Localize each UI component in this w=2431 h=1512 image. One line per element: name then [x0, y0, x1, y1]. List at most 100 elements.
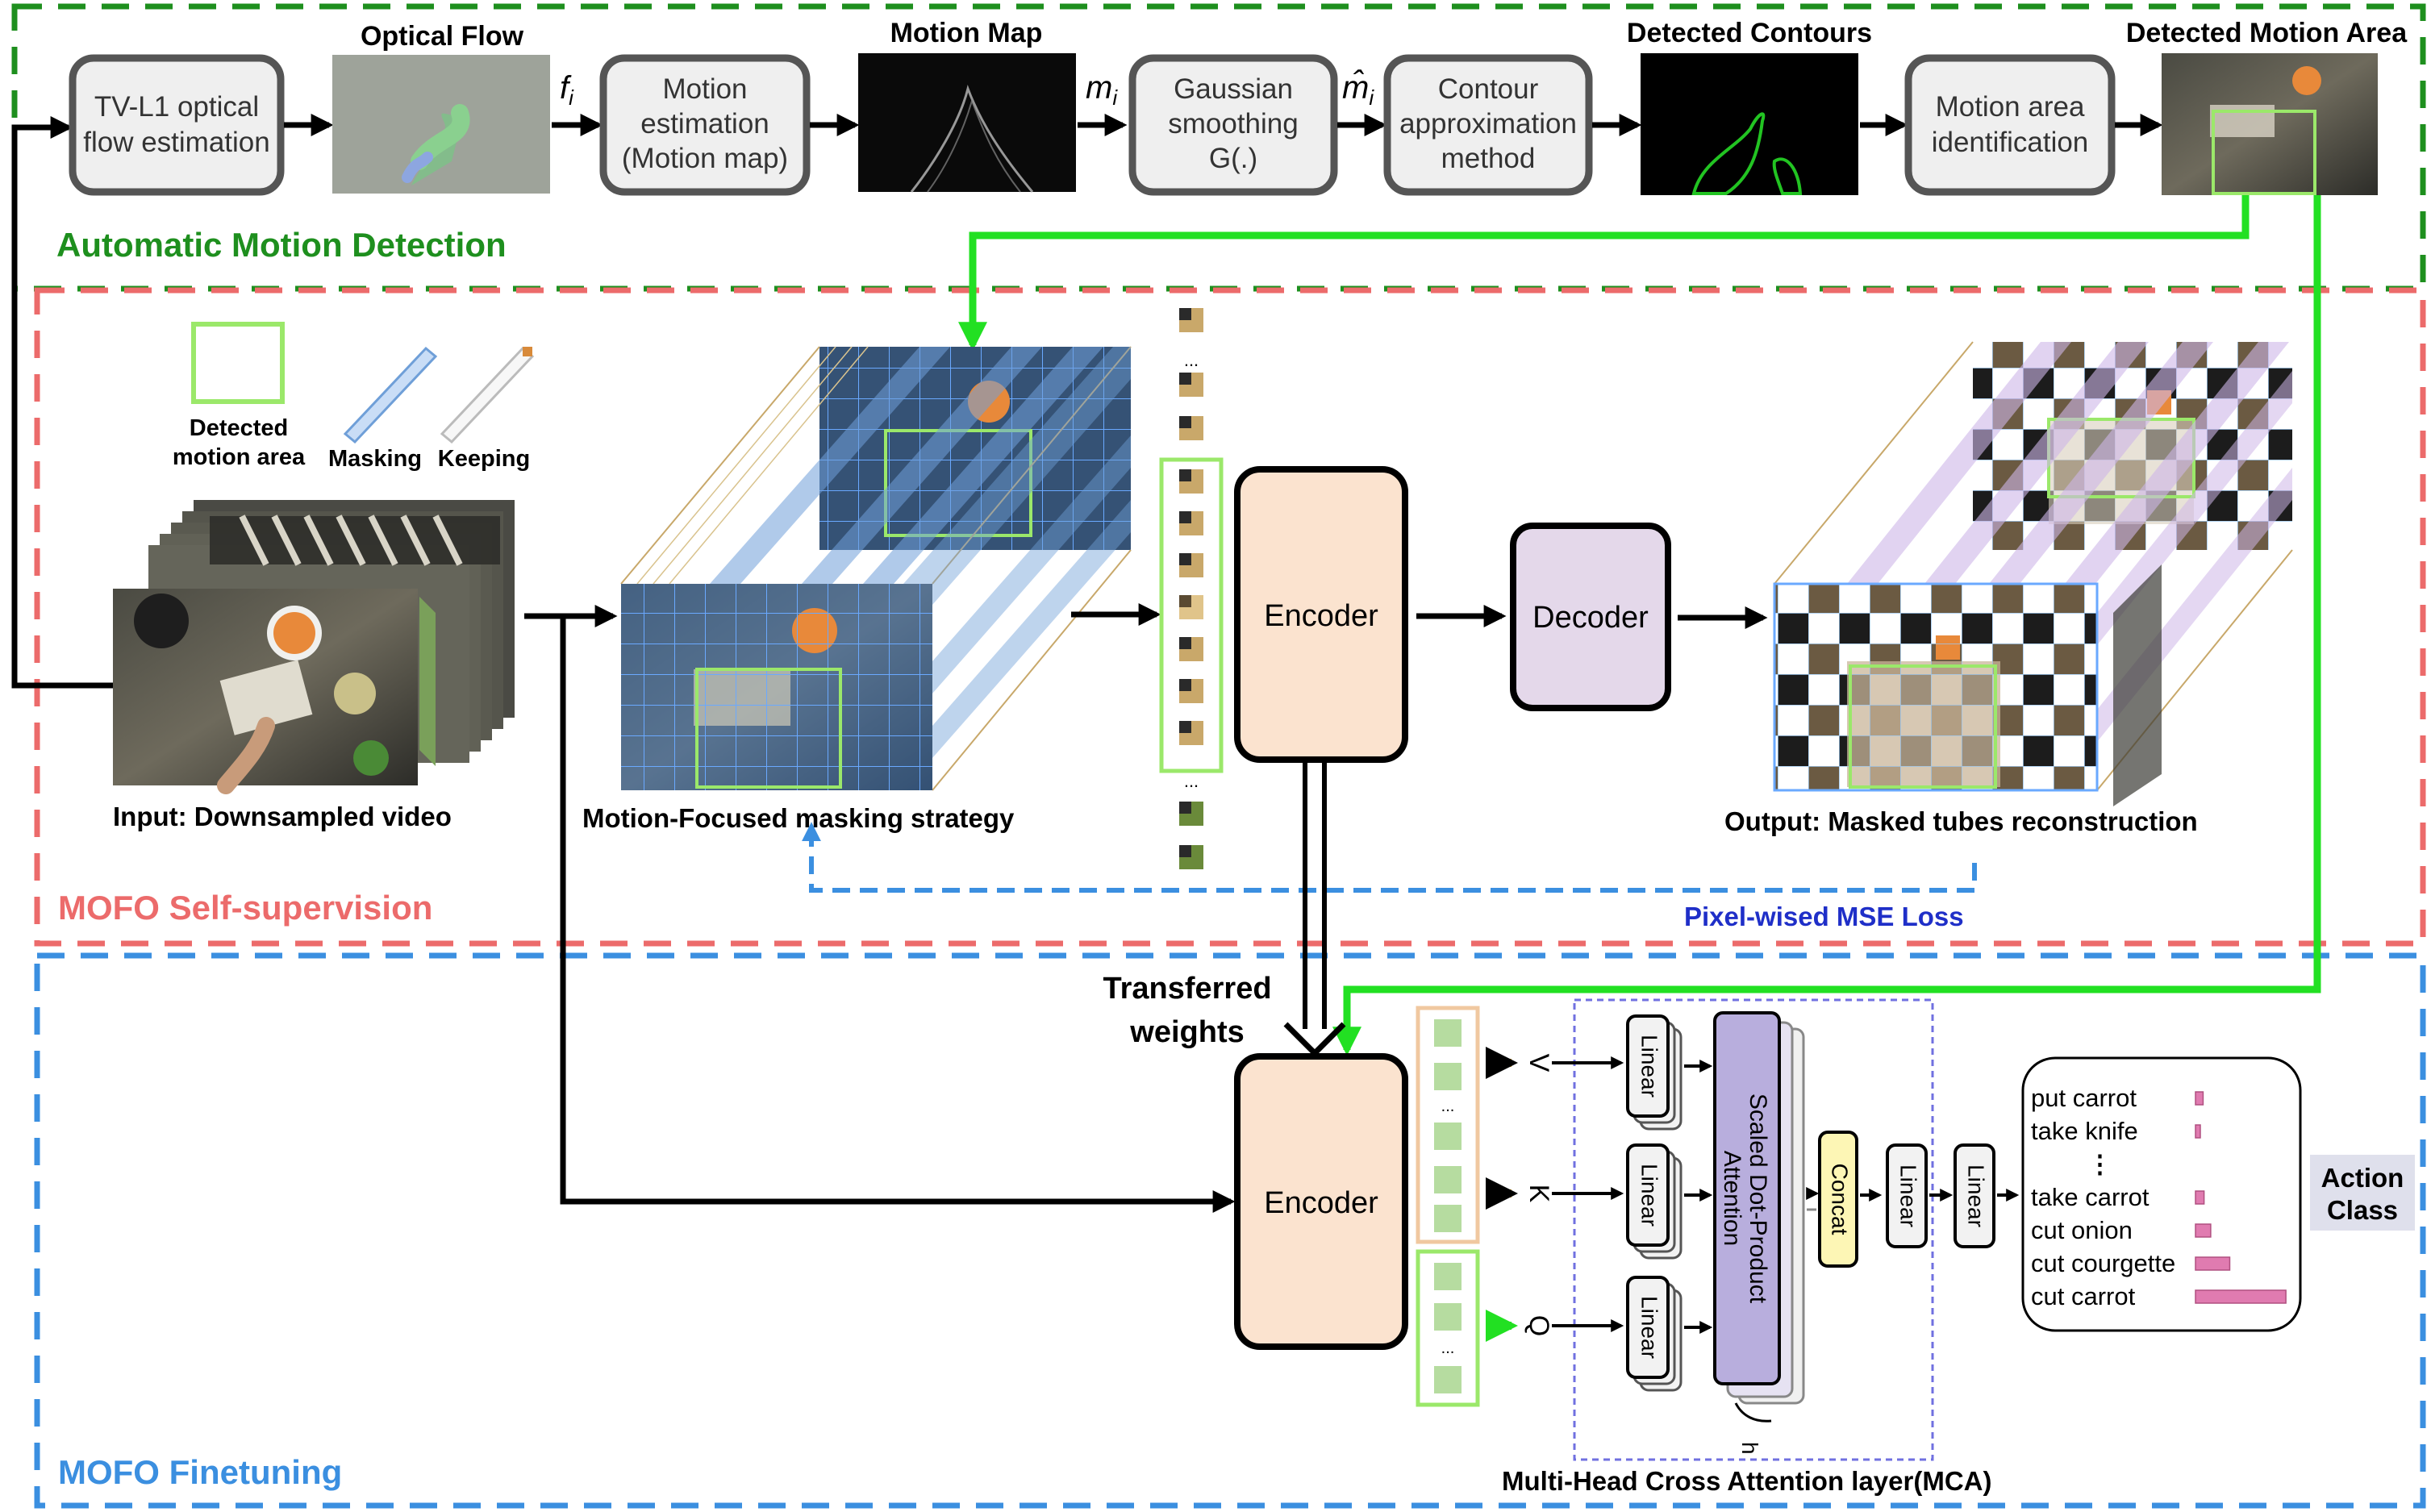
gaussian-line2: smoothing [1168, 108, 1298, 140]
mse-loss-label: Pixel-wised MSE Loss [1684, 902, 1964, 931]
class-bar [2195, 1190, 2205, 1205]
v-label: V [1524, 1054, 1554, 1073]
optical-flow-image [332, 55, 550, 194]
tvl1-box: TV-L1 optical flow estimation [69, 54, 285, 196]
detected-motion-area-title: Detected Motion Area [2126, 18, 2408, 48]
class-label: cut carrot [2031, 1282, 2136, 1310]
k-label: K [1524, 1185, 1554, 1203]
detection-section-label: Automatic Motion Detection [56, 226, 507, 264]
contour-box: Contour approximation method [1383, 54, 1593, 196]
legend-detected-line1: Detected [190, 415, 289, 441]
linear-after-concat-label: Linear [1896, 1164, 1921, 1227]
motion-map-image [858, 53, 1076, 193]
transferred-weights-line2: weights [1129, 1015, 1244, 1049]
legend-masking-label: Masking [328, 446, 422, 472]
tvl1-line2: flow estimation [83, 127, 269, 158]
class-bar [2195, 1256, 2231, 1271]
linear-q: Linear [1626, 1276, 1683, 1392]
input-caption: Input: Downsampled video [113, 802, 452, 831]
contour-line3: method [1441, 143, 1536, 174]
finetuning-section-label: MOFO Finetuning [58, 1453, 342, 1491]
motion-est-line1: Motion [662, 73, 747, 105]
class-label: cut courgette [2031, 1249, 2175, 1277]
self-supervision-section-frame [34, 287, 2426, 947]
transferred-weights-arrow [1283, 763, 1346, 1057]
motion-est-line3: (Motion map) [622, 143, 788, 174]
finetuning-section-frame [34, 952, 2426, 1509]
class-bar [2195, 1091, 2204, 1106]
sdpa-box: Scaled Dot-Product Attention [1713, 1011, 1805, 1405]
kv-token-group: ... [1416, 1006, 1480, 1244]
class-panel [2021, 1056, 2302, 1332]
motion-area-line2: identification [1932, 127, 2089, 158]
input-to-detection-arrow [11, 116, 113, 689]
class-bar [2195, 1124, 2201, 1139]
detected-motion-area-image [2162, 53, 2378, 195]
mca-caption: Multi-Head Cross Attention layer(MCA) [1502, 1466, 1991, 1496]
q-dots: ... [1441, 1339, 1455, 1357]
action-class-line2: Class [2327, 1195, 2398, 1225]
detected-contours-title: Detected Contours [1627, 18, 1872, 48]
finetune-encoder-box: Encoder [1234, 1053, 1408, 1350]
input-video-stack [113, 500, 515, 794]
linear-v-label: Linear [1637, 1035, 1662, 1098]
decoder-box: Decoder [1510, 523, 1671, 711]
motion-area-to-masking-arrow [958, 195, 2250, 352]
mse-loss-arrow [802, 822, 1977, 893]
sdpa-line2: Attention [1719, 1151, 1745, 1246]
linear-v: Linear [1626, 1014, 1683, 1131]
finetune-encoder-label: Encoder [1264, 1186, 1378, 1220]
class-label: put carrot [2031, 1084, 2137, 1112]
q-token-group: ... [1416, 1249, 1480, 1407]
gaussian-line3: G(.) [1209, 143, 1257, 174]
class-bar [2195, 1289, 2287, 1304]
linear-after-concat: Linear [1886, 1143, 1928, 1248]
motion-map-title: Motion Map [890, 18, 1043, 48]
class-bar [2195, 1223, 2212, 1238]
legend-detected-line2: motion area [173, 444, 306, 470]
legend-keeping-label: Keeping [438, 446, 530, 472]
contour-line2: approximation [1399, 108, 1577, 140]
concat-label: Concat [1828, 1164, 1853, 1235]
m-symbol: mi [1086, 70, 1118, 110]
tvl1-line1: TV-L1 optical [94, 91, 259, 123]
linear-q-label: Linear [1637, 1296, 1662, 1359]
optical-flow-title: Optical Flow [361, 21, 524, 52]
linear-k: Linear [1626, 1143, 1683, 1260]
action-class-box [2310, 1155, 2415, 1231]
h-label: h [1737, 1442, 1762, 1455]
legend: Detected motion area Masking Keeping [173, 322, 535, 472]
f-symbol: fi [560, 70, 574, 110]
transferred-weights-line1: Transferred [1103, 972, 1271, 1006]
gaussian-line1: Gaussian [1174, 73, 1293, 105]
encoder-box: Encoder [1234, 466, 1408, 763]
h-bracket [1734, 1402, 1772, 1422]
legend-detected-area-swatch [191, 322, 285, 404]
class-label: take carrot [2031, 1183, 2150, 1211]
legend-keeping-icon [440, 346, 535, 444]
token-column: ... ... [1159, 308, 1224, 869]
class-label: cut onion [2031, 1216, 2133, 1244]
contour-line1: Contour [1438, 73, 1539, 105]
action-class-line1: Action [2321, 1163, 2404, 1193]
motion-area-box: Motion area identification [1904, 54, 2116, 196]
masking-cube [620, 346, 1132, 791]
output-cube [1773, 341, 2293, 806]
linear-k-label: Linear [1637, 1164, 1662, 1227]
concat-box: Concat [1818, 1131, 1858, 1268]
motion-area-to-finetune-arrow [1332, 195, 2321, 1056]
legend-masking-icon [343, 346, 438, 444]
token-dots-top: ... [1184, 350, 1199, 370]
decoder-label: Decoder [1532, 601, 1649, 635]
encoder-label: Encoder [1264, 599, 1378, 633]
sdpa-line1: Scaled Dot-Product [1745, 1093, 1771, 1304]
self-supervision-section-label: MOFO Self-supervision [58, 889, 432, 927]
q-label: Q [1524, 1315, 1554, 1336]
motion-area-line1: Motion area [1936, 91, 2085, 123]
mhat-symbol: m̂i [1342, 69, 1374, 110]
output-caption: Output: Masked tubes reconstruction [1724, 806, 2198, 836]
input-to-finetune-encoder-arrow [560, 616, 1236, 1213]
mca-frame [1573, 998, 1934, 1461]
